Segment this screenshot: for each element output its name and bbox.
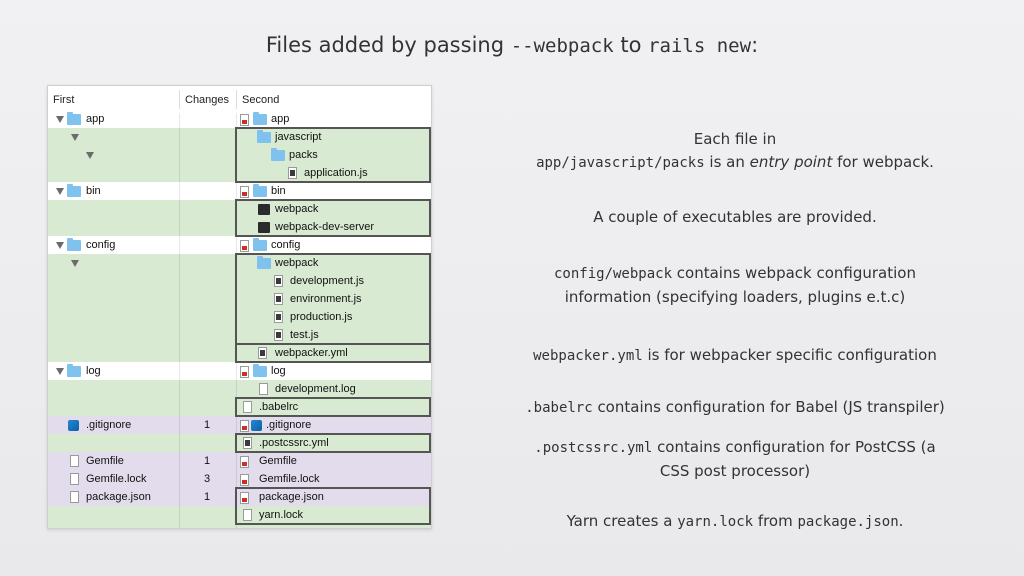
highlight-box-bin [235, 199, 431, 237]
js-file-icon [288, 167, 297, 179]
folder-icon [67, 112, 81, 125]
yml-file-icon [258, 347, 267, 359]
table-row[interactable]: webpacker.yml [48, 344, 431, 362]
folder-icon [67, 238, 81, 251]
js-file-icon [274, 311, 283, 323]
highlight-box-javascript [235, 127, 431, 183]
vscode-icon [68, 420, 79, 431]
table-row[interactable]: yarn.lock [48, 506, 431, 524]
disclosure-triangle-icon[interactable] [56, 116, 64, 123]
table-row[interactable]: app app [48, 110, 431, 128]
file-icon [70, 455, 79, 467]
terminal-icon [258, 204, 270, 215]
folder-icon [271, 148, 285, 161]
table-row[interactable]: development.log [48, 380, 431, 398]
header-second[interactable]: Second [242, 94, 280, 106]
header-changes[interactable]: Changes [185, 94, 230, 106]
highlight-box-config-webpack [235, 253, 431, 345]
note-executables: A couple of executables are provided. [593, 208, 877, 226]
diff-window: First Changes Second app app javascript … [47, 85, 432, 529]
ruby-file-icon [240, 240, 249, 252]
disclosure-triangle-icon[interactable] [71, 260, 79, 267]
table-row[interactable]: .gitignore 1 .gitignore [48, 416, 431, 434]
note-postcssrc: .postcssrc.yml contains configuration fo… [534, 438, 936, 480]
highlight-box-babelrc [235, 397, 431, 417]
ruby-file-icon [240, 492, 249, 504]
table-row[interactable]: bin bin [48, 182, 431, 200]
file-icon [259, 383, 268, 395]
note-babelrc: .babelrc contains configuration for Babe… [525, 398, 945, 416]
disclosure-triangle-icon[interactable] [56, 188, 64, 195]
table-row[interactable]: Gemfile.lock 3 Gemfile.lock [48, 470, 431, 488]
file-icon [243, 509, 252, 521]
table-row[interactable]: log log [48, 362, 431, 380]
highlight-box-webpacker-yml [235, 343, 431, 363]
disclosure-triangle-icon[interactable] [71, 134, 79, 141]
file-icon [70, 473, 79, 485]
title-flag: --webpack [510, 35, 614, 57]
note-packs: Each file in app/javascript/packs is an … [536, 130, 934, 171]
note-webpacker-yml: webpacker.yml is for webpacker specific … [533, 346, 937, 364]
ruby-file-icon [240, 186, 249, 198]
header-first[interactable]: First [53, 94, 75, 106]
table-row[interactable]: development.js [48, 272, 431, 290]
table-row[interactable]: production.js [48, 308, 431, 326]
js-file-icon [274, 329, 283, 341]
folder-icon [257, 130, 271, 143]
title-text-mid: to [613, 33, 649, 57]
folder-icon [257, 256, 271, 269]
js-file-icon [274, 293, 283, 305]
folder-icon [253, 184, 267, 197]
file-icon [243, 401, 252, 413]
disclosure-triangle-icon[interactable] [86, 152, 94, 159]
terminal-icon [258, 222, 270, 233]
column-divider [179, 113, 180, 528]
highlight-box-postcssrc [235, 433, 431, 453]
table-row[interactable]: environment.js [48, 290, 431, 308]
vscode-icon [251, 420, 262, 431]
title-colon: : [751, 33, 759, 57]
highlight-box-yarn [235, 487, 431, 525]
folder-icon [253, 238, 267, 251]
title-command: rails new [648, 35, 752, 57]
ruby-file-icon [240, 366, 249, 378]
slide-title: Files added by passing --webpack to rail… [0, 33, 1024, 57]
disclosure-triangle-icon[interactable] [56, 242, 64, 249]
folder-icon [67, 364, 81, 377]
table-row[interactable]: javascript [48, 128, 431, 146]
table-row[interactable]: webpack [48, 254, 431, 272]
note-config-webpack: config/webpack contains webpack configur… [554, 264, 916, 306]
disclosure-triangle-icon[interactable] [56, 368, 64, 375]
table-row[interactable]: webpack [48, 200, 431, 218]
table-row[interactable]: packs [48, 146, 431, 164]
folder-icon [253, 364, 267, 377]
table-row[interactable]: webpack-dev-server [48, 218, 431, 236]
folder-icon [67, 184, 81, 197]
table-row[interactable]: .babelrc [48, 398, 431, 416]
table-row[interactable]: package.json 1 package.json [48, 488, 431, 506]
table-row[interactable]: .postcssrc.yml [48, 434, 431, 452]
ruby-file-icon [240, 420, 249, 432]
table-row [48, 524, 431, 528]
title-text: Files added by passing [265, 33, 511, 57]
file-icon [70, 491, 79, 503]
table-row[interactable]: config config [48, 236, 431, 254]
yml-file-icon [243, 437, 252, 449]
table-row[interactable]: Gemfile 1 Gemfile [48, 452, 431, 470]
ruby-file-icon [240, 474, 249, 486]
js-file-icon [274, 275, 283, 287]
ruby-file-icon [240, 114, 249, 126]
table-row[interactable]: test.js [48, 326, 431, 344]
ruby-file-icon [240, 456, 249, 468]
folder-icon [253, 112, 267, 125]
note-yarn: Yarn creates a yarn.lock from package.js… [566, 512, 904, 530]
table-row[interactable]: application.js [48, 164, 431, 182]
